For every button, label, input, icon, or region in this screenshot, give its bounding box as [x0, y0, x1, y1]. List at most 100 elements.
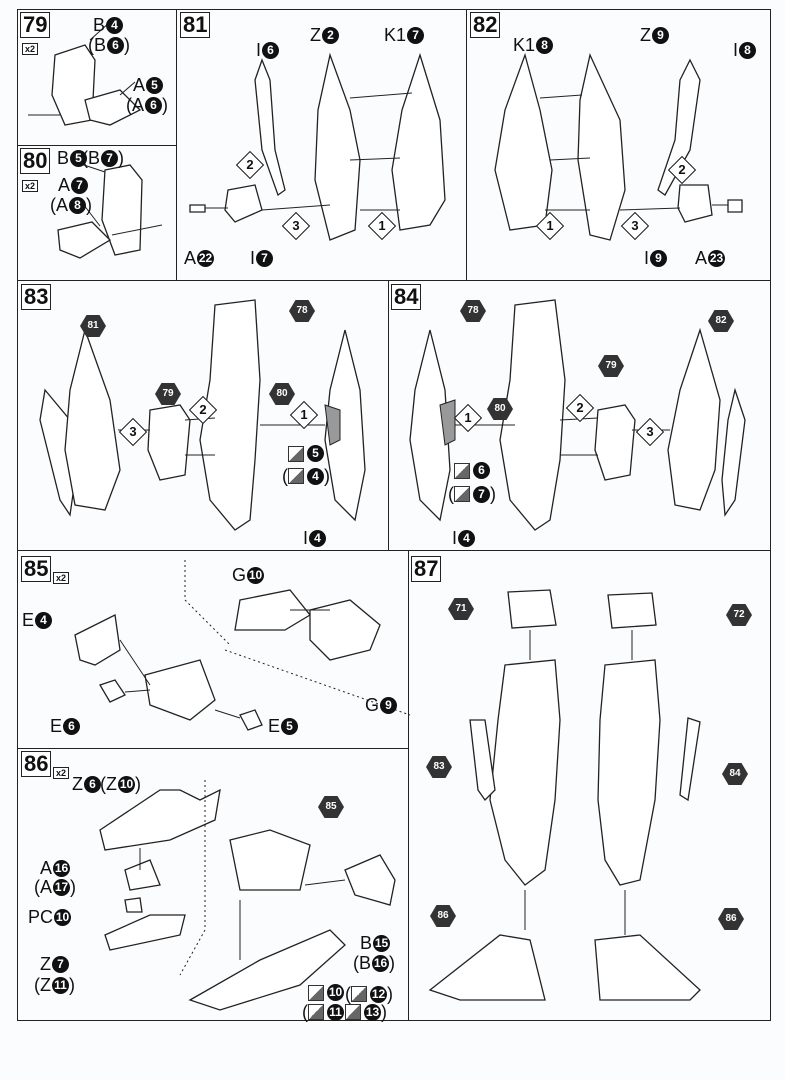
part-number-circle: 5: [281, 717, 299, 735]
step-reference-badge: 81: [80, 315, 106, 337]
step-reference-badge: 82: [708, 310, 734, 332]
label-prefix: I: [452, 528, 458, 548]
step-number-80: 80: [20, 148, 51, 174]
sticker-label: (11: [302, 1002, 344, 1022]
part-number-circle: 11: [52, 976, 69, 994]
part-number-circle: 7: [101, 149, 118, 167]
label-suffix: ): [381, 1002, 387, 1022]
step-reference-badge: 71: [448, 598, 474, 620]
label-prefix: A: [133, 75, 146, 95]
part-number-circle: 4: [106, 16, 124, 34]
part-drawing-79: [28, 21, 142, 126]
label-prefix: B: [93, 15, 106, 35]
label-suffix: ): [389, 953, 395, 973]
part-number-circle: 23: [708, 249, 726, 267]
label-prefix: (: [448, 484, 454, 504]
label-prefix: (Z: [100, 774, 117, 794]
step-reference-badge: 86: [718, 908, 744, 930]
part-drawing-81: [189, 52, 446, 241]
label-prefix: G: [365, 695, 380, 715]
quantity-multiplier-badge: x2: [53, 767, 70, 779]
part-number-circle: 7: [407, 26, 425, 44]
step-number-85: 85: [21, 556, 52, 582]
label-prefix: I: [250, 248, 256, 268]
sub-step-number: 3: [129, 424, 137, 439]
sticker-icon: [288, 468, 304, 484]
label-prefix: I: [733, 40, 739, 60]
label-suffix: ): [124, 35, 130, 55]
part-number-circle: 9: [380, 696, 398, 714]
sticker-icon: [288, 445, 304, 462]
part-number-circle: 10: [247, 566, 265, 584]
step-reference-badge: 78: [289, 300, 315, 322]
part-number-circle: 11: [327, 1003, 344, 1021]
part-number-circle: 6: [84, 775, 101, 793]
sticker-icon: [345, 1004, 361, 1020]
sub-step-number: 2: [678, 162, 686, 177]
part-number-circle: 16: [53, 859, 71, 877]
step-number-82: 82: [470, 12, 501, 38]
part-number-circle: 9: [650, 249, 668, 267]
sub-step-number: 1: [378, 218, 386, 233]
step-number-87: 87: [411, 556, 442, 582]
part-number-circle: 6: [63, 717, 81, 735]
sub-step-number: 3: [646, 424, 654, 439]
label-suffix: ): [70, 877, 76, 897]
label-prefix: (B: [353, 953, 371, 973]
part-number-circle: 6: [473, 462, 490, 479]
label-prefix: (: [282, 466, 288, 486]
label-prefix: (A: [34, 877, 52, 897]
sticker-label: 13): [345, 1002, 387, 1022]
part-number-circle: 12: [370, 985, 387, 1003]
part-number-circle: 10: [118, 775, 135, 793]
part-drawing-80: [57, 161, 163, 259]
part-number-circle: 7: [256, 249, 274, 267]
part-number-circle: 8: [739, 41, 757, 59]
step-reference-badge: 80: [487, 398, 513, 420]
sticker-icon: [308, 1004, 324, 1020]
sticker-label: 5: [288, 445, 324, 462]
sticker-icon: [454, 486, 470, 502]
label-prefix: E: [22, 610, 35, 630]
part-number-circle: 6: [145, 96, 162, 114]
label-prefix: (: [345, 984, 351, 1004]
step-number-79: 79: [20, 12, 51, 38]
quantity-multiplier-badge: x2: [22, 180, 39, 192]
label-prefix: Z: [72, 774, 83, 794]
step-reference-badge: 84: [722, 763, 748, 785]
part-number-circle: 8: [536, 36, 554, 54]
sticker-label: 10: [308, 984, 344, 1001]
step-reference-badge: 79: [598, 355, 624, 377]
step-reference-badge: 79: [155, 383, 181, 405]
sticker-icon: [351, 986, 367, 1002]
part-number-circle: 6: [107, 36, 124, 54]
panel-frame-87: [408, 550, 771, 1021]
step-reference-badge: 86: [430, 905, 456, 927]
label-prefix: A: [58, 175, 71, 195]
step-number-83: 83: [21, 284, 52, 310]
label-prefix: E: [50, 716, 63, 736]
sticker-icon: [454, 462, 470, 479]
label-suffix: ): [118, 148, 124, 168]
sub-step-number: 1: [464, 410, 472, 425]
label-prefix: (B: [82, 148, 100, 168]
sticker-label: 6: [454, 462, 490, 479]
